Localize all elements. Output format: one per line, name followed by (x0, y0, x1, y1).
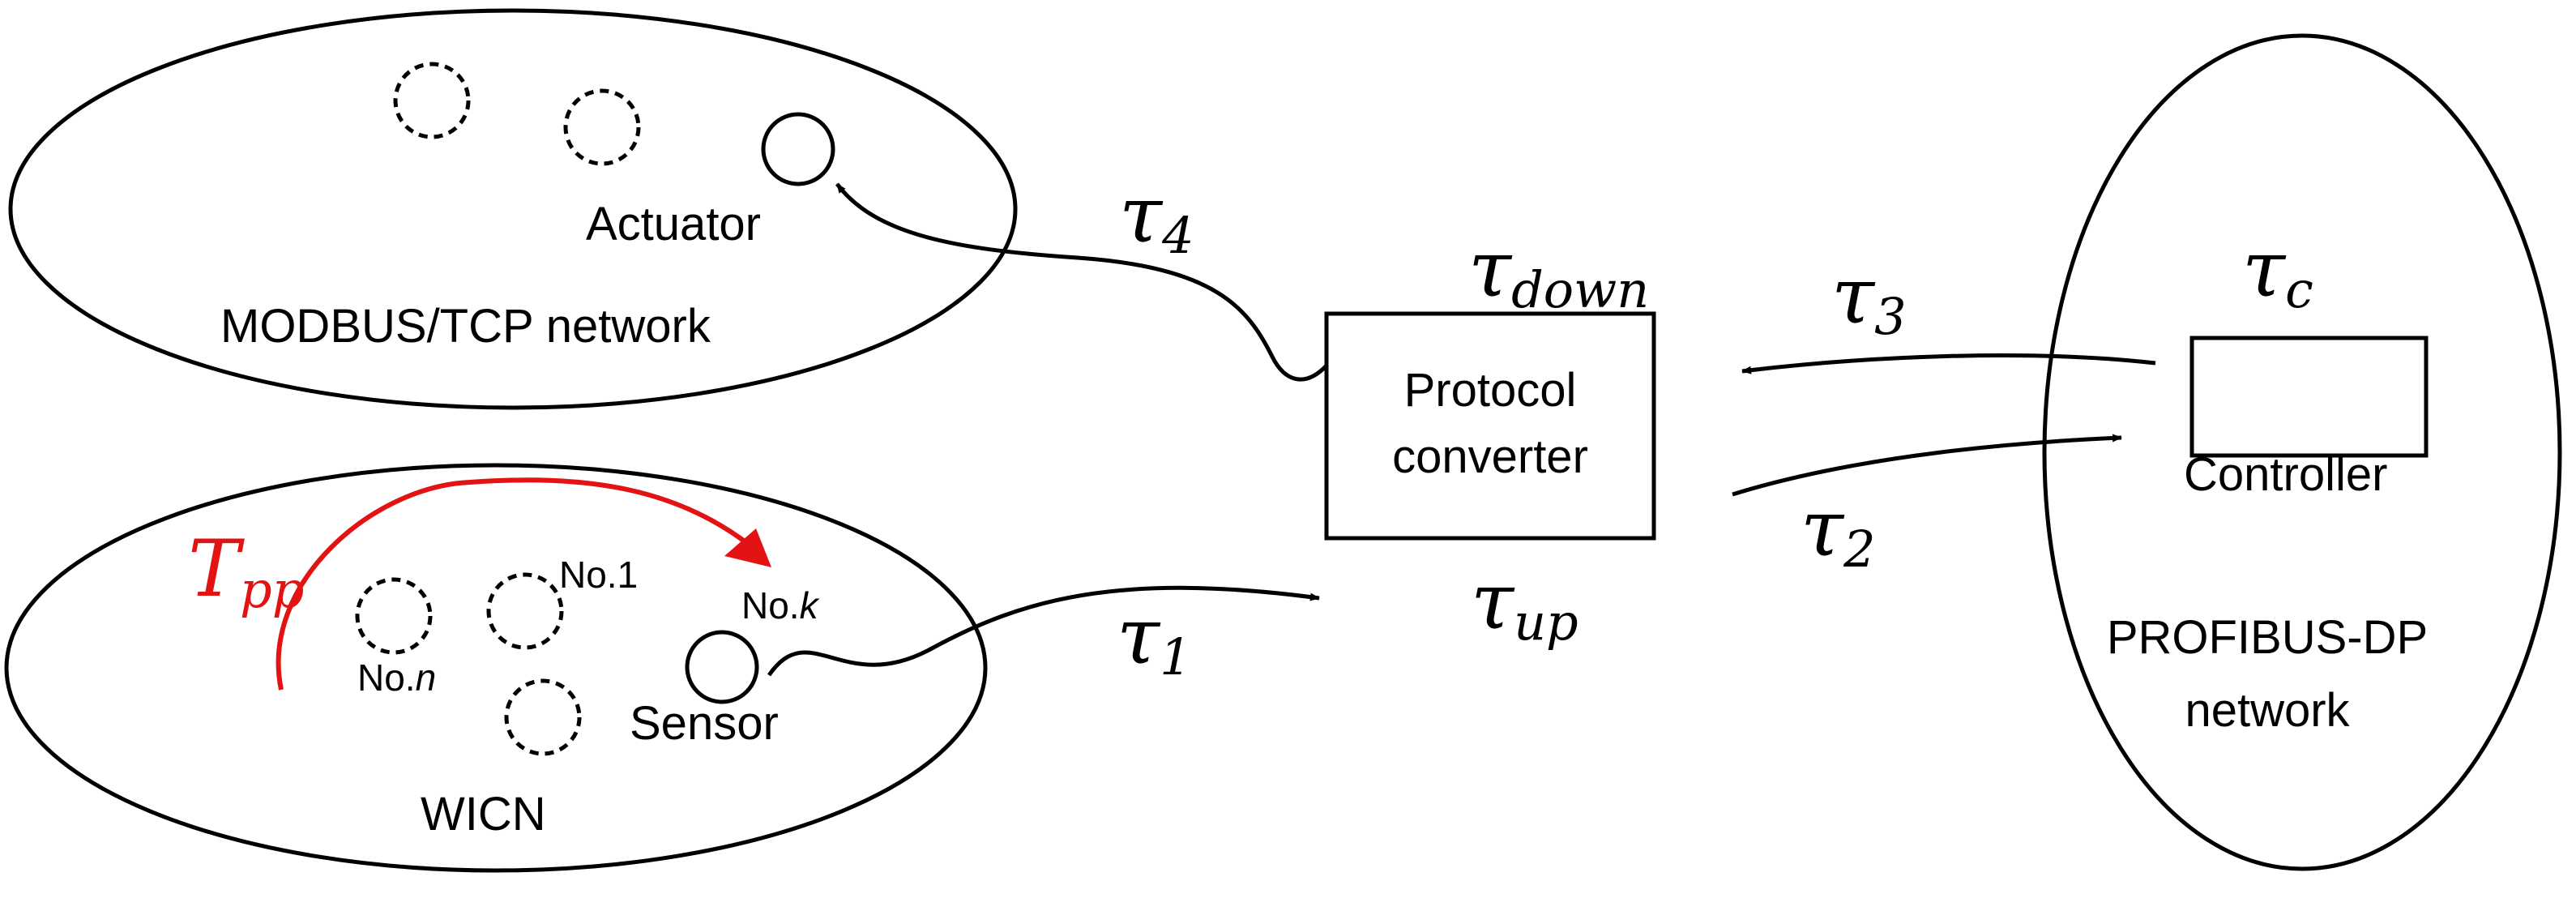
controller-box (2189, 336, 2429, 458)
tau3-label: τ3 (1831, 250, 1907, 346)
actuator-node (761, 112, 835, 186)
profibus-network-ellipse (2042, 33, 2562, 871)
sensor-node (685, 630, 759, 704)
node-k-label: No.k (741, 584, 820, 627)
polling-period-arrowhead (724, 528, 771, 567)
modbus-network-label: MODBUS/TCP network (220, 300, 711, 353)
tau2-arrow (1732, 434, 2122, 497)
converter-label-line2: converter (1392, 430, 1588, 483)
modbus-node-dashed (563, 88, 641, 166)
node-1-label: No.1 (559, 554, 638, 596)
tau4-arrow (835, 182, 1329, 382)
sensor-label: Sensor (630, 697, 779, 750)
wicn-network-ellipse (4, 463, 988, 873)
modbus-node-dashed (393, 62, 471, 139)
tau-c-label: τc (2242, 224, 2313, 319)
controller-label: Controller (2184, 448, 2387, 501)
wicn-node-1 (486, 572, 564, 650)
wicn-network-label: WICN (421, 788, 546, 840)
profibus-network-label-line2: network (2185, 684, 2350, 737)
converter-label-line1: Protocol (1404, 364, 1577, 417)
tau1-label: τ1 (1117, 591, 1192, 686)
protocol-converter-box (1324, 311, 1656, 541)
t-pp-label: Tpp (188, 524, 304, 619)
wicn-node-n (355, 577, 433, 655)
tau-down-label: τdown (1468, 224, 1649, 319)
tau1-arrow (767, 585, 1320, 677)
tau4-label: τ4 (1119, 169, 1194, 265)
node-n-label: No.n (357, 657, 436, 699)
wicn-node-dashed (504, 678, 582, 756)
profibus-network-label-line1: PROFIBUS-DP (2107, 611, 2428, 664)
actuator-label: Actuator (586, 198, 761, 250)
tau3-arrow (1741, 353, 2156, 374)
tau2-label: τ2 (1801, 483, 1876, 579)
modbus-network-ellipse (8, 8, 1018, 410)
tau-up-label: τup (1471, 556, 1578, 652)
polling-period-arc (276, 477, 762, 691)
